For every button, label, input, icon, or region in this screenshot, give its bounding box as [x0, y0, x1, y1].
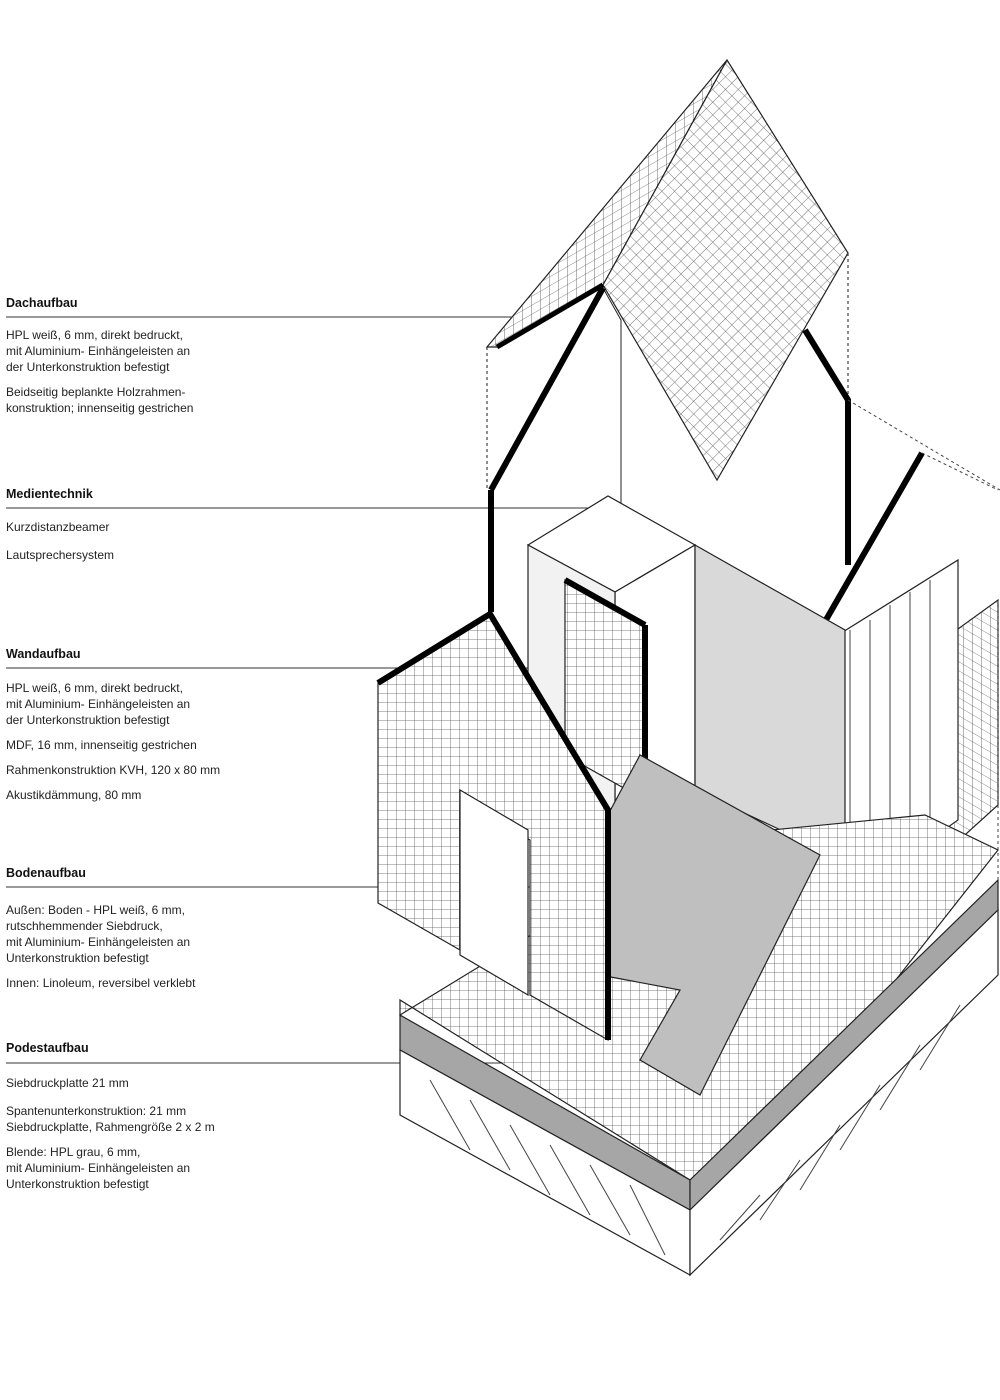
section-item: Kurzdistanzbeamer [6, 520, 110, 534]
section-item: Siebdruckplatte 21 mm [6, 1076, 129, 1090]
section-item: Innen: Linoleum, reversibel verklebt [6, 976, 196, 990]
section-item: Akustikdämmung, 80 mm [6, 788, 142, 802]
section-wandaufbau: Wandaufbau HPL weiß, 6 mm, direkt bedruc… [6, 647, 266, 812]
section-item: Rahmenkonstruktion KVH, 120 x 80 mm [6, 763, 221, 777]
section-dachaufbau: Dachaufbau HPL weiß, 6 mm, direkt bedruc… [6, 296, 266, 425]
section-bodenaufbau: Bodenaufbau Außen: Boden - HPL weiß, 6 m… [6, 866, 266, 1000]
wall-frame [488, 286, 1000, 612]
section-heading: Medientechnik [6, 487, 93, 501]
section-item: HPL weiß, 6 mm, direkt bedruckt, mit Alu… [6, 681, 191, 727]
section-medientechnik: Medientechnik Kurzdistanzbeamer Lautspre… [6, 487, 266, 572]
podium-substructure [399, 908, 999, 1277]
section-item: MDF, 16 mm, innenseitig gestrichen [6, 738, 197, 752]
front-gable-wall [376, 609, 611, 1042]
section-item: Spantenunterkonstruktion: 21 mm Siebdruc… [6, 1104, 215, 1134]
section-heading: Bodenaufbau [6, 866, 86, 880]
section-item: Außen: Boden - HPL weiß, 6 mm, rutschhem… [6, 903, 191, 965]
section-heading: Dachaufbau [6, 296, 78, 310]
section-item: HPL weiß, 6 mm, direkt bedruckt, mit Alu… [6, 328, 191, 374]
section-podestaufbau: Podestaufbau Siebdruckplatte 21 mm Spant… [6, 1041, 266, 1201]
door-opening [459, 788, 529, 997]
section-item: Lautsprechersystem [6, 548, 115, 562]
section-item: Blende: HPL grau, 6 mm, mit Aluminium- E… [6, 1145, 191, 1191]
section-heading: Podestaufbau [6, 1041, 89, 1055]
roof-right-slope [602, 58, 849, 482]
section-heading: Wandaufbau [6, 647, 81, 661]
roof [485, 58, 849, 490]
section-item: Beidseitig beplankte Holzrahmen- konstru… [6, 385, 194, 415]
